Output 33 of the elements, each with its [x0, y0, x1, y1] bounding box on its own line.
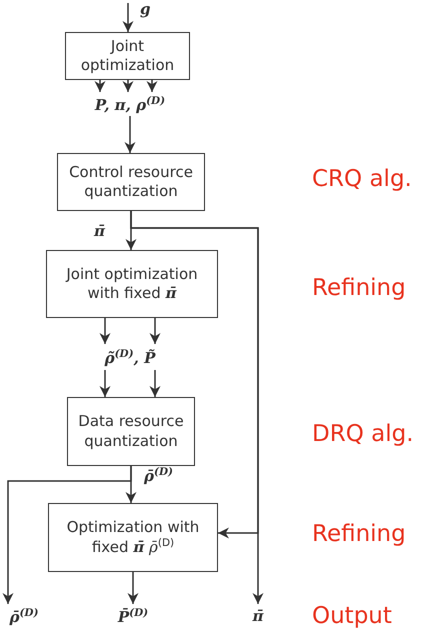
stage-label: DRQ alg.: [312, 421, 414, 447]
math-symbol: ρ̃$^{(D)}$, P̃: [104, 348, 156, 366]
box-label: Joint optimization with fixed π̄: [64, 264, 199, 304]
arrow: [100, 370, 110, 397]
arrow: [124, 116, 136, 153]
math-symbol: π̄: [252, 607, 264, 625]
stage-label: Output: [312, 603, 392, 629]
process-box: [67, 397, 195, 466]
arrow: [2, 466, 132, 604]
arrow: [130, 211, 264, 604]
process-box: [57, 153, 205, 211]
process-box: [65, 32, 190, 80]
arrow: [122, 80, 134, 92]
process-box: [46, 250, 218, 318]
arrow: [94, 80, 106, 92]
math-symbol: P, π, ρ$^{(D)}$: [94, 94, 166, 114]
math-symbol: P̄$^{(D)}$: [118, 606, 148, 626]
arrow: [100, 318, 110, 344]
math-symbol: ρ̄$^{(D)}$: [9, 606, 39, 626]
box-label: Data resource quantization: [77, 412, 185, 451]
arrow: [150, 318, 160, 344]
stage-label: CRQ alg.: [312, 166, 412, 192]
arrow: [128, 572, 138, 604]
arrow: [122, 3, 134, 32]
box-label: Joint optimization: [80, 36, 176, 76]
arrow: [150, 370, 160, 397]
stage-label: Refining: [312, 275, 406, 301]
arrow: [146, 80, 158, 92]
box-label: Control resource quantization: [68, 162, 194, 202]
process-box: [48, 503, 218, 572]
box-label: Optimization with fixed π̄ ρ̄$^{(D)}$: [66, 518, 200, 558]
stage-label: Refining: [312, 521, 406, 547]
edge-label: ρ̄$^{(D)}$: [142, 466, 176, 485]
